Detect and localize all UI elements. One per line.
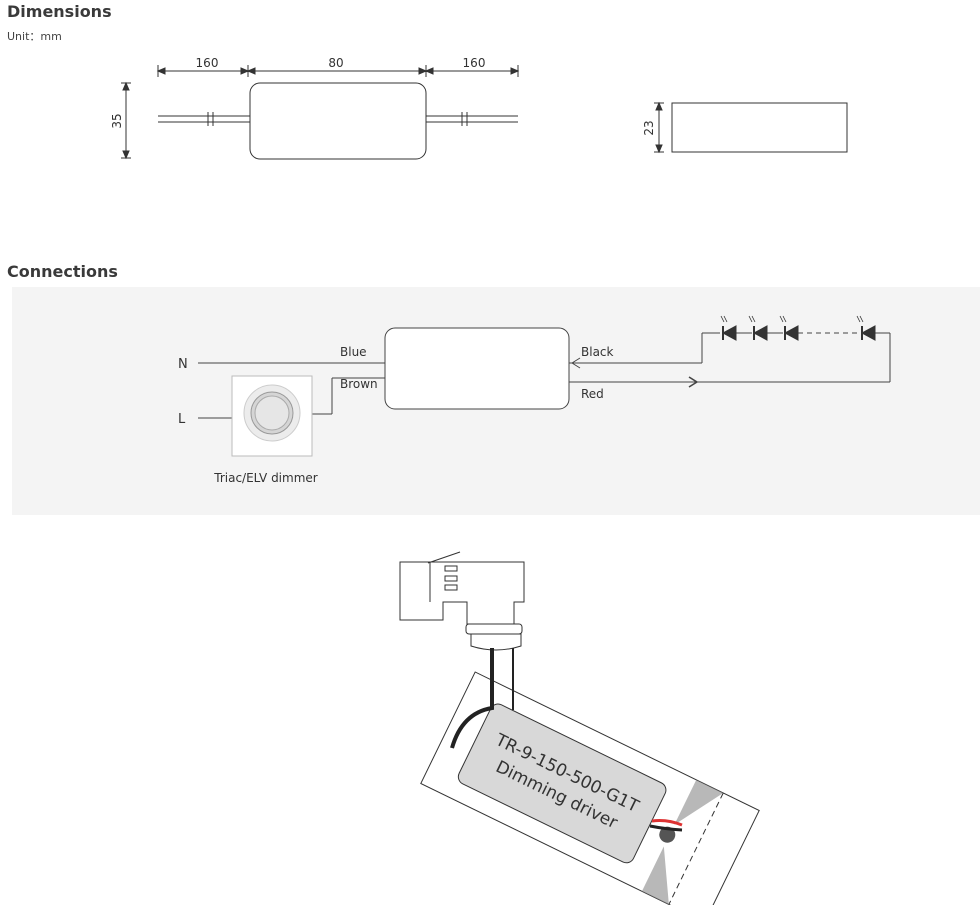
led-icon <box>721 325 737 341</box>
label-n: N <box>178 357 188 372</box>
led-icon <box>860 325 876 341</box>
label-dimmer: Triac/ELV dimmer <box>213 471 318 485</box>
label-brown: Brown <box>340 377 378 391</box>
wiring-diagram: N L Blue Brown Black Red Triac/ELV dimme… <box>178 315 891 485</box>
led-string <box>720 315 876 341</box>
dimensions-title: Dimensions <box>7 2 112 21</box>
product-illustration: TR-9-150-500-G1T Dimming driver <box>399 551 760 905</box>
track-adapter <box>399 561 525 625</box>
label-red: Red <box>581 387 604 401</box>
label-blue: Blue <box>340 345 367 359</box>
label-l: L <box>178 412 186 427</box>
dim-height: 35 <box>110 113 124 128</box>
led-icon <box>783 325 799 341</box>
dim-body-length: 80 <box>328 56 343 70</box>
dimmer-panel <box>231 375 313 457</box>
unit-label: Unit：mm <box>7 30 62 43</box>
dimensions-drawing: 160 80 160 35 23 <box>110 56 848 160</box>
dim-depth: 23 <box>642 120 656 135</box>
dim-right-cable: 160 <box>463 56 486 70</box>
label-black: Black <box>581 345 614 359</box>
driver-box <box>457 703 667 864</box>
connections-title: Connections <box>7 262 118 281</box>
led-icon <box>752 325 768 341</box>
dim-left-cable: 160 <box>196 56 219 70</box>
